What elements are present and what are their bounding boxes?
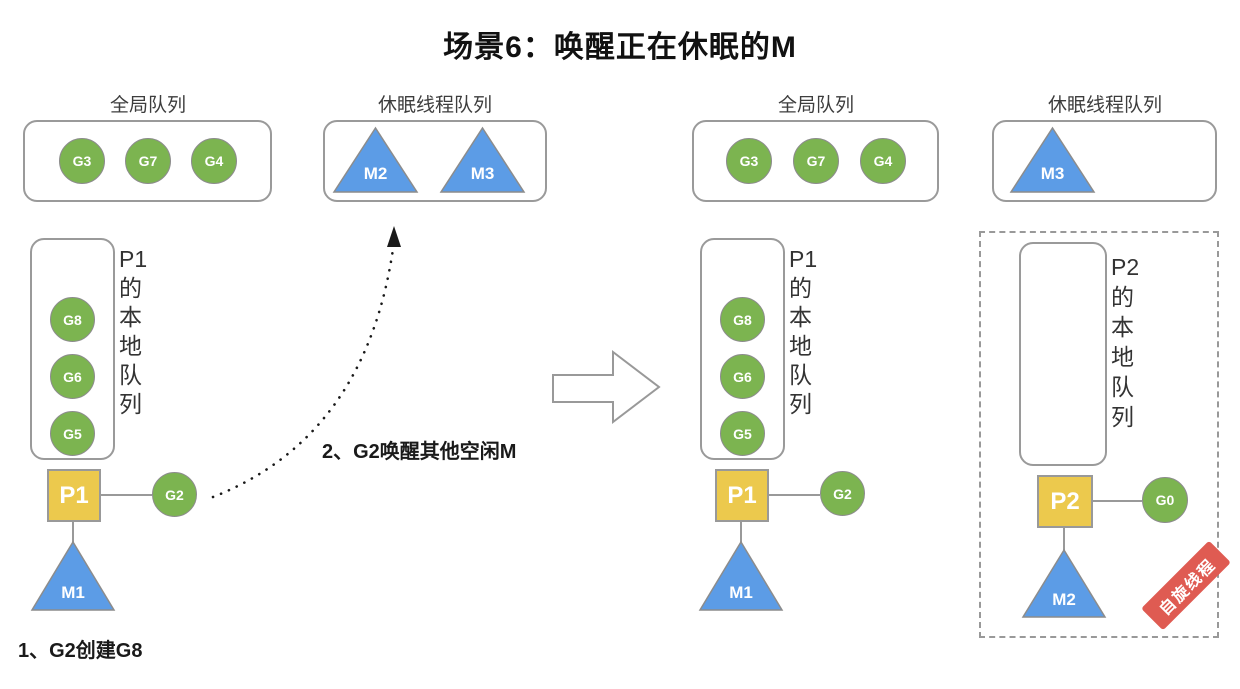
svg-text:M3: M3 [471,164,495,183]
goroutine-circle: G6 [720,354,765,399]
goroutine-circle: G6 [50,354,95,399]
running-goroutine: G2 [152,472,197,517]
local-queue-box-left: G8 G6 G5 [30,238,115,460]
goroutine-circle: G8 [50,297,95,342]
machine-triangle: M1 [30,540,116,611]
connector-line [1093,500,1142,502]
goroutine-circle: G3 [59,138,105,184]
global-queue-label-left: 全局队列 [109,95,186,116]
connector-line [72,522,74,542]
global-queue-label-right: 全局队列 [777,95,854,116]
local-queue-label-p2: P2 的 本 地 队 列 [1111,254,1140,430]
sleep-queue-box-left: M2 M3 [323,120,547,202]
machine-triangle: M1 [698,540,784,611]
global-queue-box-right: G3 G7 G4 [692,120,939,202]
goroutine-circle: G8 [720,297,765,342]
goroutine-circle: G7 [793,138,839,184]
svg-text:M1: M1 [729,583,753,602]
running-goroutine: G0 [1142,477,1188,523]
connector-line [740,522,742,542]
svg-text:M3: M3 [1041,164,1065,183]
diagram-title: 场景6：唤醒正在休眠的M [443,31,797,64]
step2-annotation: 2、G2唤醒其他空闲M [322,441,517,463]
local-queue-box-right: G8 G6 G5 [700,238,785,460]
sleep-queue-label-left: 休眠线程队列 [377,95,492,116]
connector-line [101,494,152,496]
machine-triangle: M2 [1021,548,1107,618]
local-queue-box-p2 [1019,242,1107,466]
processor-square: P1 [47,469,101,522]
p2-panel [979,231,1219,638]
sleep-queue-label-right: 休眠线程队列 [1047,95,1162,116]
connector-line [769,494,820,496]
connector-line [1063,528,1065,550]
local-queue-label-left: P1 的 本 地 队 列 [119,246,148,417]
goroutine-circle: G3 [726,138,772,184]
goroutine-circle: G4 [191,138,237,184]
running-goroutine: G2 [820,471,865,516]
global-queue-box-left: G3 G7 G4 [23,120,272,202]
machine-triangle: M2 [332,126,419,193]
sleep-queue-box-right: M3 [992,120,1217,202]
svg-text:M1: M1 [61,583,85,602]
goroutine-circle: G4 [860,138,906,184]
processor-square: P2 [1037,475,1093,528]
processor-square: P1 [715,469,769,522]
local-queue-label-right: P1 的 本 地 队 列 [789,246,818,417]
step1-annotation: 1、G2创建G8 [18,640,143,662]
goroutine-circle: G7 [125,138,171,184]
goroutine-circle: G5 [720,411,765,456]
goroutine-circle: G5 [50,411,95,456]
machine-triangle: M3 [439,126,526,193]
machine-triangle: M3 [1009,126,1096,193]
svg-text:M2: M2 [364,164,388,183]
svg-text:M2: M2 [1052,590,1076,609]
